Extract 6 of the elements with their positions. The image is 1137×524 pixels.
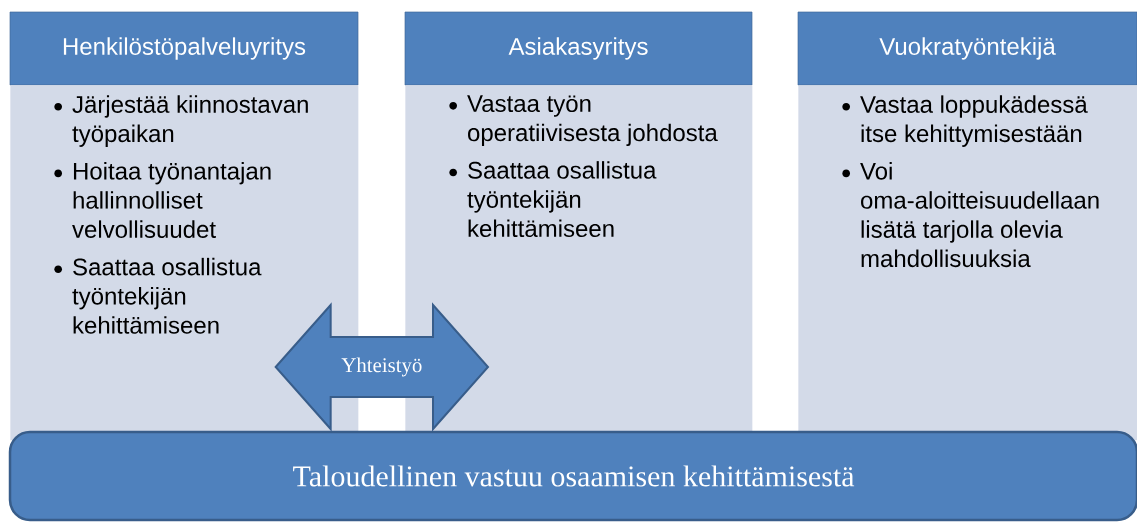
double-arrow [274, 302, 490, 432]
header-box: Henkilöstöpalveluyritys [9, 11, 359, 86]
header-box: Asiakasyritys [404, 11, 753, 86]
banner-box: Taloudellinen vastuu osaamisen kehittämisestä [8, 430, 1137, 522]
header-box: Vuokratyöntekijä [797, 11, 1137, 86]
bullet-list-box: Vastaa loppukädessä itse kehittymisestään Voi oma-aloitteisuudellaan lisätä tarjolla olevia mahdollisuuksia [798, 85, 1137, 441]
